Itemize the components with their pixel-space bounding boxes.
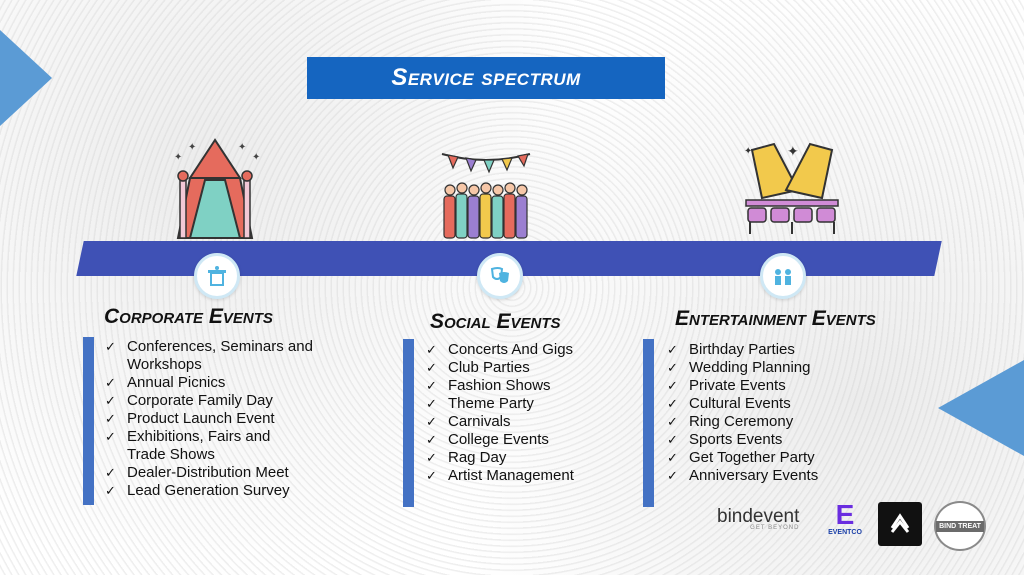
list-item: ✓Concerts And Gigs — [426, 341, 574, 358]
list-item: ✓College Events — [426, 431, 549, 448]
audience-icon — [760, 253, 806, 299]
list-item: ✓Theme Party — [426, 395, 534, 412]
list-item: ✓Fashion Shows — [426, 377, 551, 394]
list-item: ✓Corporate Family Day — [105, 392, 273, 409]
list-item: ✓Artist Management — [426, 467, 574, 484]
section-title-social: Social Events — [430, 310, 561, 333]
list-item: ✓Exhibitions, Fairs and Trade Shows — [105, 428, 271, 463]
list-item: ✓Anniversary Events — [667, 467, 819, 484]
brand-mark-logo — [878, 502, 922, 546]
list-item: ✓Carnivals — [426, 413, 511, 430]
section-title-entertainment: Entertainment Events — [675, 307, 876, 330]
list-item: ✓Lead Generation Survey — [105, 482, 290, 499]
bindevent-logo: bindevent GET BEYOND — [717, 506, 800, 531]
stage-tent-illustration: ✦ ✦ ✦ ✦ — [174, 138, 260, 239]
list-item: ✓Annual Picnics — [105, 374, 226, 391]
section-bar-social — [403, 339, 414, 507]
list-item: ✓Sports Events — [667, 431, 783, 448]
list-entertainment: ✓Birthday Parties ✓Wedding Planning ✓Pri… — [667, 341, 867, 485]
list-item: ✓Dealer-Distribution Meet — [105, 464, 289, 481]
podium-icon — [194, 253, 240, 299]
svg-text:✦: ✦ — [744, 146, 752, 157]
svg-text:✦: ✦ — [787, 143, 799, 159]
list-item: ✓Private Events — [667, 377, 786, 394]
list-social: ✓Concerts And Gigs ✓Club Parties ✓Fashio… — [426, 341, 626, 485]
list-item: ✓Cultural Events — [667, 395, 791, 412]
section-title-corporate: Corporate Events — [104, 305, 273, 328]
section-bar-corporate — [83, 337, 94, 505]
title-banner: Service spectrum — [307, 57, 665, 99]
svg-text:✦: ✦ — [174, 152, 182, 163]
decorative-triangle-right — [938, 360, 1024, 456]
page-title: Service spectrum — [391, 64, 581, 91]
list-item: ✓Birthday Parties — [667, 341, 795, 358]
spotlight-seats-illustration: ✦ ✦ — [744, 142, 839, 234]
eventco-logo: E EVENTCO — [828, 499, 862, 537]
list-item: ✓Get Together Party — [667, 449, 815, 466]
svg-text:✦: ✦ — [252, 152, 260, 163]
list-corporate: ✓Conferences, Seminars and Workshops ✓An… — [105, 338, 345, 500]
list-item: ✓Club Parties — [426, 359, 530, 376]
section-bar-entertainment — [643, 339, 654, 507]
list-item: ✓Product Launch Event — [105, 410, 275, 427]
list-item: ✓Wedding Planning — [667, 359, 811, 376]
list-item: ✓Rag Day — [426, 449, 507, 466]
theater-masks-icon — [477, 253, 523, 299]
list-item: ✓Ring Ceremony — [667, 413, 794, 430]
svg-text:✦: ✦ — [188, 142, 196, 153]
decorative-triangle-left — [0, 30, 52, 126]
list-item: ✓Conferences, Seminars and Workshops — [105, 338, 313, 373]
svg-text:✦: ✦ — [238, 142, 246, 153]
bindtreat-logo: BIND TREAT — [934, 501, 986, 551]
crowd-party-illustration — [441, 153, 531, 239]
